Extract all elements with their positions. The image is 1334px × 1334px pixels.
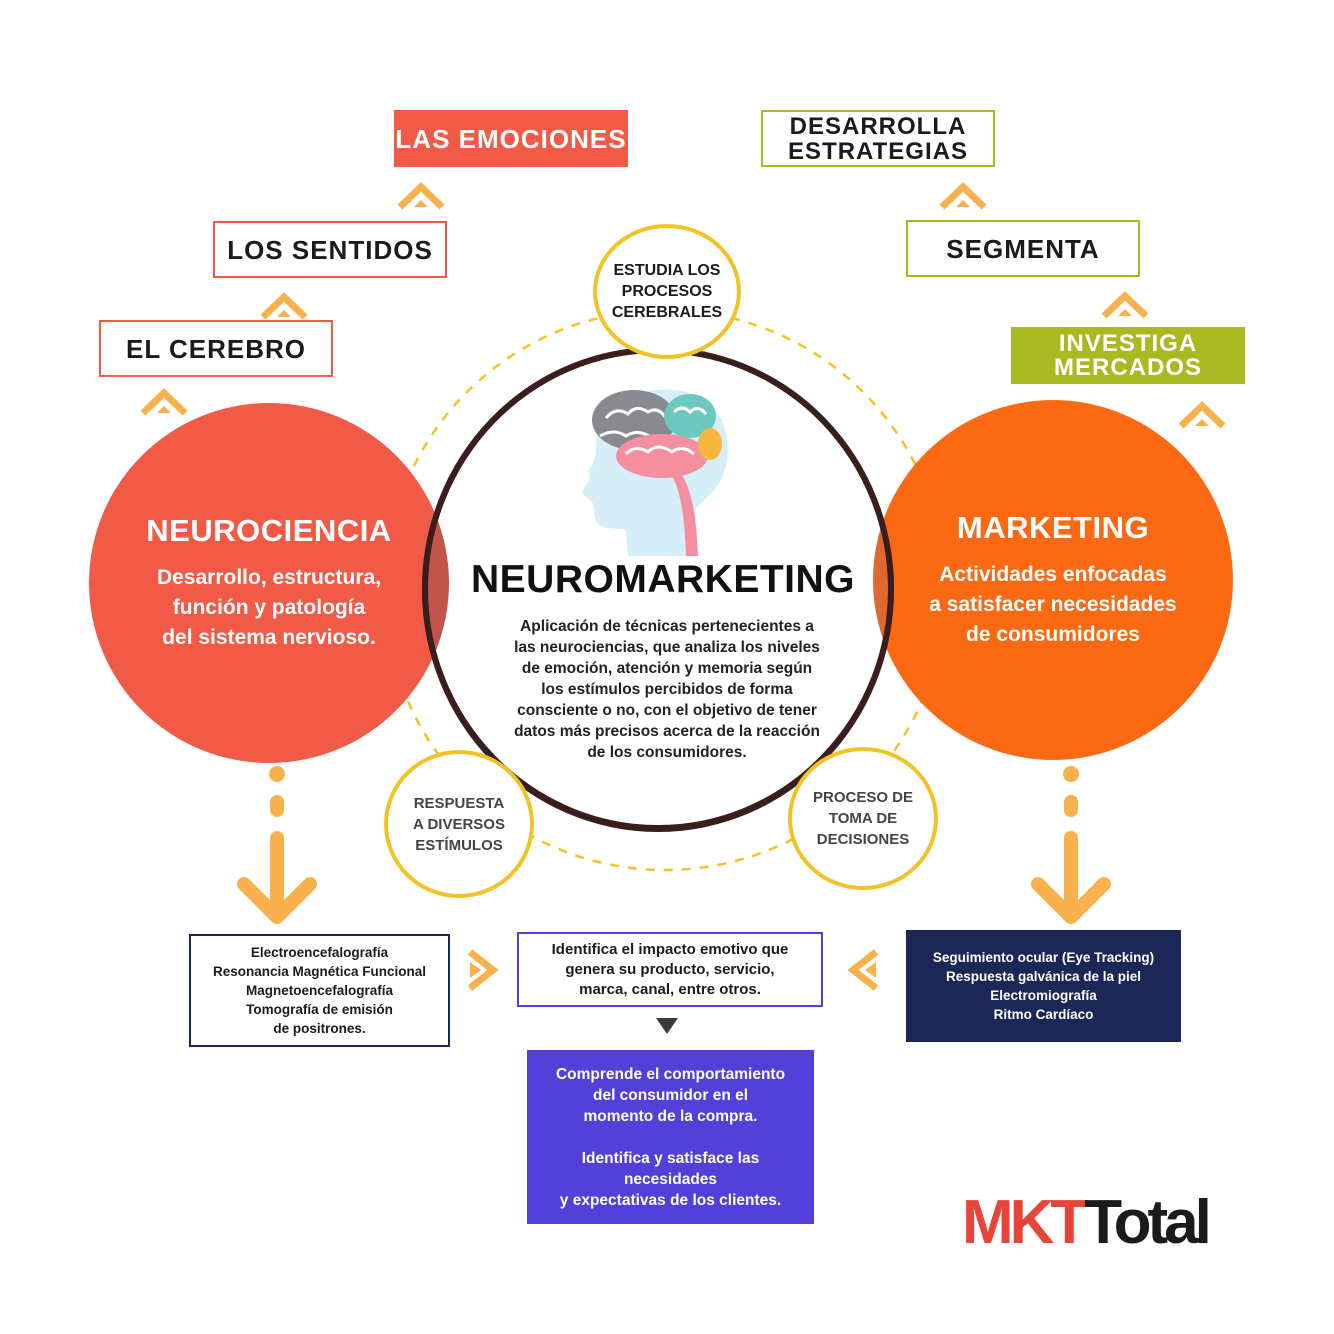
neurociencia-description: Desarrollo, estructura, función y patolo… — [156, 566, 382, 649]
box-label: SEGMENTA — [946, 233, 1100, 264]
mkttotal-logo: MKTTotal — [962, 1188, 1252, 1258]
result-box: Comprende el comportamiento del consumid… — [527, 1050, 814, 1224]
box-label: LOS SENTIDOS — [227, 234, 433, 265]
circle-label: RESPUESTA A DIVERSOS ESTÍMULOS — [413, 794, 505, 854]
box-label: DESARROLLA ESTRATEGIAS — [788, 112, 968, 165]
result-text: Comprende el comportamiento del consumid… — [555, 1065, 786, 1209]
box-label: EL CEREBRO — [126, 333, 306, 364]
circle-label: PROCESO DE TOMA DE DECISIONES — [812, 789, 914, 848]
chevron-up-icon — [1178, 401, 1226, 429]
triangle-down-icon — [656, 1018, 678, 1034]
box-el-cerebro: EL CEREBRO — [99, 320, 333, 377]
chevron-up-icon — [140, 388, 188, 416]
circle-label: ESTUDIA LOS PROCESOS CEREBRALES — [611, 262, 723, 321]
techniques-text: Electroencefalografía Resonancia Magnéti… — [212, 945, 427, 1036]
box-segmenta: SEGMENTA — [906, 220, 1140, 277]
logo-total: Total — [1084, 1188, 1211, 1257]
neuro-techniques-box: Electroencefalografía Resonancia Magnéti… — [189, 934, 450, 1047]
marketing-techniques-box: Seguimiento ocular (Eye Tracking) Respue… — [906, 930, 1181, 1042]
estudia-procesos-circle: ESTUDIA LOS PROCESOS CEREBRALES — [593, 224, 741, 359]
chevron-up-icon — [939, 182, 987, 210]
box-investiga-mercados: INVESTIGA MERCADOS — [1011, 327, 1245, 384]
box-las-emociones: LAS EMOCIONES — [394, 110, 628, 167]
impact-box: Identifica el impacto emotivo que genera… — [517, 932, 823, 1007]
respuesta-estimulos-circle: RESPUESTA A DIVERSOS ESTÍMULOS — [384, 750, 534, 898]
marketing-circle: MARKETING Actividades enfocadas a satisf… — [873, 400, 1233, 760]
brain-head-icon — [582, 389, 728, 556]
chevron-up-icon — [397, 182, 445, 210]
box-label: LAS EMOCIONES — [395, 123, 627, 154]
down-arrow-left — [237, 766, 317, 924]
neuromarketing-description: Aplicación de técnicas pertenecientes a … — [514, 618, 820, 761]
box-los-sentidos: LOS SENTIDOS — [213, 221, 447, 278]
down-arrow-right — [1031, 766, 1111, 924]
toma-decisiones-circle: PROCESO DE TOMA DE DECISIONES — [788, 747, 938, 890]
neurociencia-title: NEUROCIENCIA — [146, 513, 392, 548]
box-label: INVESTIGA MERCADOS — [1053, 329, 1202, 381]
chevron-left-icon — [847, 949, 879, 991]
logo-mkt: MKT — [962, 1188, 1088, 1257]
neurociencia-circle: NEUROCIENCIA Desarrollo, estructura, fun… — [89, 403, 449, 763]
marketing-title: MARKETING — [956, 510, 1150, 545]
marketing-description: Actividades enfocadas a satisfacer neces… — [929, 563, 1177, 646]
techniques-text: Seguimiento ocular (Eye Tracking) Respue… — [932, 950, 1155, 1022]
box-desarrolla-estrategias: DESARROLLA ESTRATEGIAS — [761, 110, 995, 167]
neuromarketing-title: NEUROMARKETING — [471, 558, 855, 601]
impact-text: Identifica el impacto emotivo que genera… — [551, 940, 789, 998]
chevron-right-icon — [467, 949, 499, 991]
chevron-up-icon — [260, 292, 308, 320]
chevron-up-icon — [1101, 291, 1149, 319]
